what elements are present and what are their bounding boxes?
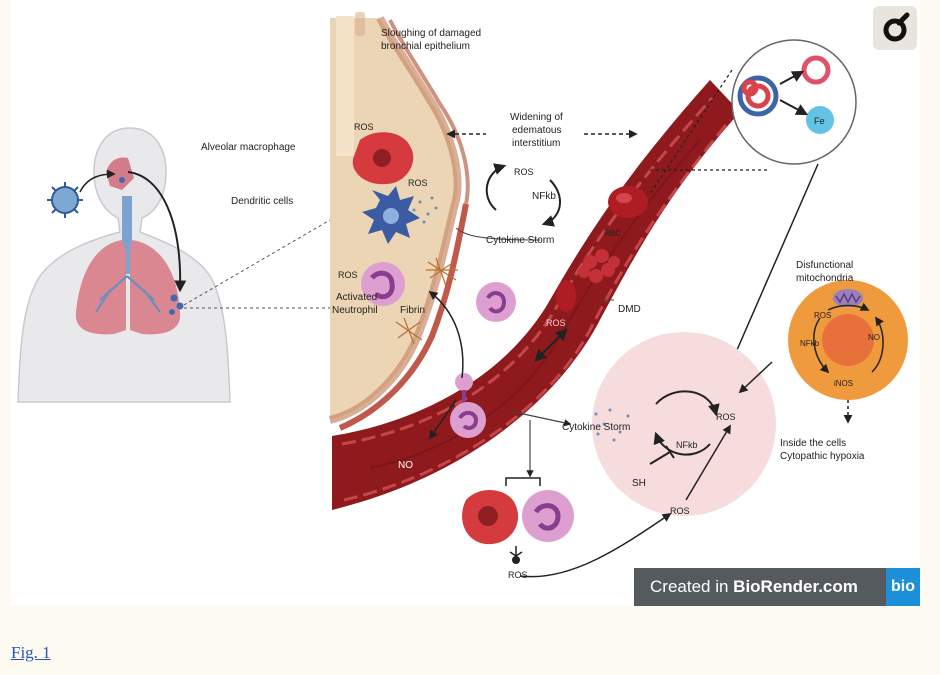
activated-neutrophil <box>361 262 405 306</box>
figure-card: Sloughing of damaged bronchial epitheliu… <box>10 0 920 606</box>
ros-dots <box>412 196 438 224</box>
label-mito-inos: iNOS <box>834 379 853 388</box>
infection-path-arrow <box>127 171 187 293</box>
label-ros: ROS <box>546 318 566 328</box>
label-nfkb-top: NFkb <box>532 191 556 202</box>
alveolar-macrophage <box>352 132 414 185</box>
label-mito-ros: ROS <box>814 311 831 320</box>
label-activated-1: Activated <box>336 292 377 303</box>
fibrin <box>395 257 458 345</box>
lung-icon <box>75 177 184 335</box>
label-mito-nfkb: NFkb <box>800 339 820 348</box>
biorender-logo: bio <box>886 568 920 606</box>
label-mito-no: NO <box>868 333 880 342</box>
rbc-small <box>556 280 576 312</box>
label-alveolar-macrophage: Alveolar macrophage <box>201 142 296 153</box>
dmd-aggregate <box>578 249 620 283</box>
label-ros: ROS <box>670 506 690 516</box>
label-mito-1: Disfunctional <box>796 260 853 271</box>
label-sloughing-1: Sloughing of damaged <box>381 28 481 39</box>
label-dendritic-cells: Dendritic cells <box>231 196 293 207</box>
label-ros: ROS <box>508 570 528 580</box>
label-mito-2: mitochondria <box>796 273 854 284</box>
attribution-text: Created in BioRender.com <box>634 577 886 597</box>
label-widening-3: interstitium <box>512 138 560 149</box>
biorender-corner-icon[interactable] <box>873 6 917 50</box>
neutrophil-bottom <box>522 490 574 542</box>
label-cytokine-storm-bottom: Cytokine Storm <box>562 422 630 433</box>
virus-icon <box>47 169 116 218</box>
ferritin-zoom <box>731 39 857 165</box>
label-fe: Fe <box>814 116 825 126</box>
label-no-vessel: NO <box>398 460 413 471</box>
label-ros: ROS <box>514 167 534 177</box>
label-inside-2: Cytopathic hypoxia <box>780 451 865 462</box>
label-ros: ROS <box>338 270 358 280</box>
attribution-brand: BioRender.com <box>733 577 858 596</box>
label-nfkb-bottom: NFkb <box>676 440 698 450</box>
label-sh: SH <box>632 478 646 489</box>
label-ros: ROS <box>716 412 736 422</box>
label-fibrin: Fibrin <box>400 305 425 316</box>
macrophage-bottom <box>462 489 519 545</box>
label-ros: ROS <box>354 122 374 132</box>
label-inside-1: Inside the cells <box>780 438 846 449</box>
attribution-prefix: Created in <box>650 577 734 596</box>
pathophysiology-diagram: Sloughing of damaged bronchial epitheliu… <box>17 12 908 580</box>
label-cytokine-storm-top: Cytokine Storm <box>486 235 554 246</box>
biorender-attribution: Created in BioRender.com bio <box>634 568 920 606</box>
rbc <box>608 186 648 218</box>
mitochondria-icon <box>788 280 908 400</box>
figure-caption-link[interactable]: Fig. 1 <box>11 643 51 662</box>
label-ros: ROS <box>408 178 428 188</box>
cytokine-storm-zone <box>592 332 776 516</box>
label-widening-2: edematous <box>512 125 561 136</box>
trachea <box>122 196 132 274</box>
label-sloughing-2: bronchial epithelium <box>381 41 470 52</box>
label-rbc: RBC <box>604 229 621 238</box>
cytokine-dots <box>594 408 630 442</box>
dendritic-cell <box>362 186 420 244</box>
label-dmd: DMD <box>618 304 641 315</box>
neutrophil-extravasating <box>450 282 516 438</box>
label-widening-1: Widening of <box>510 112 563 123</box>
label-activated-2: Neutrophil <box>332 305 378 316</box>
